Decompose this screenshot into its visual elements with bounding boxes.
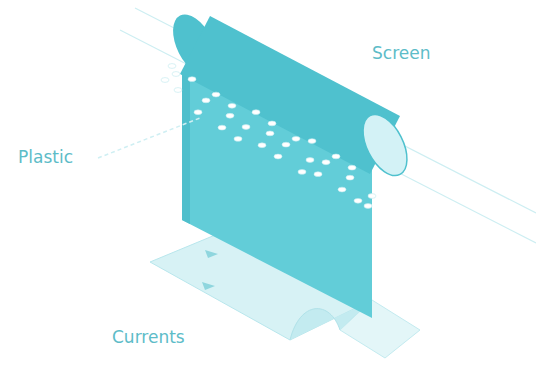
- part-label: Plastic: [18, 148, 73, 167]
- plastic-dot: [274, 154, 282, 159]
- plastic-dot: [161, 78, 169, 83]
- roller-cap: [354, 107, 416, 182]
- roller: [164, 7, 416, 182]
- current-sheet-tail: [340, 300, 420, 358]
- part-label: Screen: [372, 44, 430, 63]
- plastic-dot: [174, 88, 182, 93]
- plastic-dot: [314, 172, 322, 177]
- plastic-dot: [368, 194, 376, 199]
- leader-line: [98, 118, 200, 158]
- plastic-dot: [308, 139, 316, 144]
- plastic-dot: [226, 113, 234, 118]
- plastic-dot: [168, 64, 176, 69]
- plastic-dot: [364, 204, 372, 209]
- plastic-dot: [252, 110, 260, 115]
- plastic-dot: [338, 187, 346, 192]
- plastic-dot: [202, 98, 210, 103]
- plastic-dot: [234, 136, 242, 141]
- plastic-dot: [194, 110, 202, 115]
- plastic-dot: [228, 103, 236, 108]
- plastic-dot: [188, 77, 196, 82]
- plastic-dot: [258, 143, 266, 148]
- plastic-dot: [322, 160, 330, 165]
- plastic-dot: [306, 158, 314, 163]
- plastic-dot: [292, 136, 300, 141]
- plastic-dot: [332, 154, 340, 159]
- plastic-dot: [346, 175, 354, 180]
- plastic-dot: [348, 165, 356, 170]
- screen-edge: [182, 72, 190, 224]
- current-arrow: [205, 250, 218, 258]
- plastic-dot: [172, 72, 180, 77]
- plastic-dot: [354, 198, 362, 203]
- plastic-dot: [298, 169, 306, 174]
- plastic-dot: [218, 125, 226, 130]
- plastic-dot: [212, 92, 220, 97]
- plastic-dot: [268, 121, 276, 126]
- current-arrow: [202, 282, 215, 290]
- plastic-dots: [161, 64, 376, 209]
- plastic-dot: [266, 131, 274, 136]
- plastic-dot: [242, 125, 250, 130]
- plastic-dot: [282, 142, 290, 147]
- part-label: Currents: [112, 328, 185, 347]
